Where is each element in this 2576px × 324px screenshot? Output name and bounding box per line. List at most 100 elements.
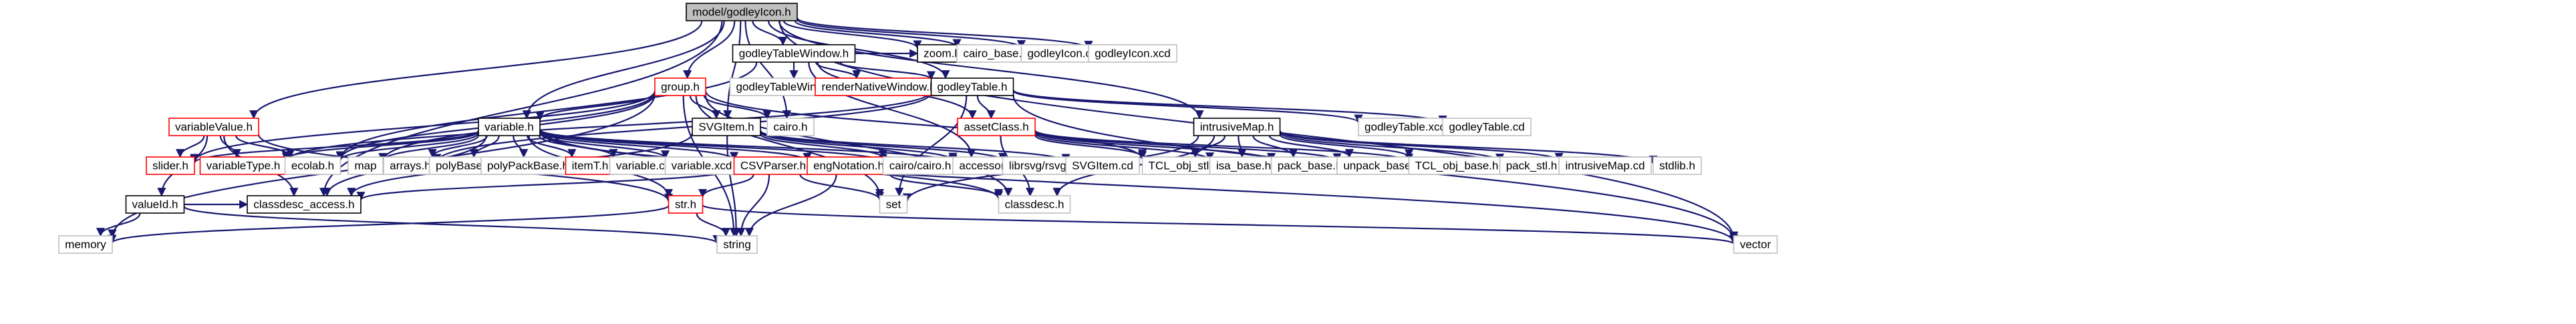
node-label: str.h	[675, 198, 696, 210]
node-csvparser-h[interactable]: CSVParser.h	[733, 156, 813, 175]
node-label: assetClass.h	[964, 120, 1028, 133]
node-godleytablewindow-h[interactable]: godleyTableWindow.h	[732, 44, 856, 63]
edge-variable-h-to-polybase-h	[469, 135, 500, 158]
nodes-layer: model/godleyIcon.h godleyTableWindow.h zoo…	[58, 3, 1778, 254]
edge-godleytable-h-to-set	[895, 95, 968, 197]
node-box	[125, 195, 185, 214]
node-vector: vector	[1733, 235, 1778, 254]
node-label: pack_base.h	[1278, 159, 1342, 172]
node-box	[478, 118, 541, 136]
node-box	[1558, 156, 1652, 175]
node-label: set	[886, 198, 901, 210]
node-assetclass-h[interactable]: assetClass.h	[957, 118, 1036, 136]
edge-intrusivemap-h-to-intrusivemap-cd	[1279, 130, 1564, 162]
node-label: variableValue.h	[175, 120, 253, 133]
edge-valueid-h-to-string	[183, 205, 722, 245]
node-box	[733, 156, 813, 175]
node-group-h[interactable]: group.h	[654, 77, 706, 96]
edge-godleytablewindow-h-to-godleytable-h	[839, 61, 936, 80]
node-box	[654, 77, 706, 96]
node-svgitem-h[interactable]: SVGItem.h	[692, 118, 761, 136]
node-box	[1088, 44, 1177, 63]
node-label: godleyIcon.cd	[1028, 47, 1098, 59]
node-label: itemT.h	[572, 159, 609, 172]
node-label: string	[723, 238, 751, 251]
node-box	[879, 195, 908, 214]
edge-intrusivemap-h-to-isa-base-h	[1238, 135, 1247, 158]
node-label: SVGItem.cd	[1072, 159, 1133, 172]
node-cairo-h: cairo.h	[766, 118, 815, 136]
node-box	[146, 156, 195, 175]
node-godleytable-h[interactable]: godleyTable.h	[930, 77, 1014, 96]
node-engnotation-h[interactable]: engNotation.h	[807, 156, 891, 175]
node-label: intrusiveMap.h	[1200, 120, 1274, 133]
node-box	[807, 156, 891, 175]
node-slider-h[interactable]: slider.h	[146, 156, 195, 175]
node-label: pack_stl.h	[1506, 159, 1558, 172]
node-box	[347, 156, 384, 175]
node-variabletype-h[interactable]: variableType.h	[199, 156, 287, 175]
edge-assetclass-h-to-tcl-obj-base-h	[1034, 129, 1413, 163]
node-label: godleyTable.xcd	[1365, 120, 1446, 133]
edge-variable-h-to-engnotation-h	[539, 130, 812, 162]
node-pack-base-h: pack_base.h	[1270, 156, 1349, 175]
edge-godleyicon-h-to-godleytable-h	[767, 20, 950, 79]
edge-str-h-to-memory	[108, 204, 670, 244]
node-label: engNotation.h	[813, 159, 884, 172]
edge-group-h-to-svgitem-h	[689, 95, 721, 120]
edge-godleyicon-h-to-zoom-h	[782, 20, 922, 49]
edge-variable-h-to-polypackbase-h	[513, 135, 529, 158]
node-box	[1408, 156, 1506, 175]
edge-intrusivemap-h-to-unpack-base-h	[1268, 135, 1354, 158]
node-label: TCL_obj_base.h	[1415, 159, 1499, 172]
edge-str-h-to-string	[696, 212, 730, 237]
node-variable-h[interactable]: variable.h	[478, 118, 541, 136]
edge-engnotation-h-to-classdesc-h	[889, 174, 1003, 198]
node-box	[957, 118, 1036, 136]
node-label: TCL_obj_stl.h	[1149, 159, 1219, 172]
edge-variable-h-to-itemt-h	[527, 135, 577, 158]
node-box	[998, 195, 1071, 214]
node-intrusivemap-h[interactable]: intrusiveMap.h	[1193, 118, 1281, 136]
node-variablevalue-h[interactable]: variableValue.h	[168, 118, 259, 136]
node-label: variable.h	[484, 120, 534, 133]
edge-svgitem-h-to-cairo-cairo-h	[759, 133, 887, 160]
node-model-godleyicon-h[interactable]: model/godleyIcon.h	[686, 3, 798, 21]
node-label: intrusiveMap.cd	[1565, 159, 1644, 172]
node-label: slider.h	[152, 159, 188, 172]
node-set: set	[879, 195, 908, 214]
node-box	[1499, 156, 1564, 175]
node-label: valueId.h	[132, 198, 178, 210]
edge-godleyicon-h-to-classdesc-access-h	[319, 20, 723, 197]
edge-variable-h-to-ecolab-h	[336, 132, 480, 162]
node-label: variable.xcd	[672, 159, 732, 172]
node-map: map	[347, 156, 384, 175]
node-str-h[interactable]: str.h	[668, 195, 704, 214]
node-label: zoom.h	[923, 47, 961, 59]
node-classdesc-access-h[interactable]: classdesc_access.h	[247, 195, 362, 214]
node-box	[284, 156, 341, 175]
edge-csvparser-h-to-string	[736, 174, 770, 237]
node-label: arrays.h	[390, 159, 430, 172]
edge-intrusivemap-h-to-pack-stl-h	[1279, 132, 1504, 163]
node-itemt-h[interactable]: itemT.h	[565, 156, 615, 175]
edge-godleyicon-h-to-cairo-h	[744, 20, 792, 120]
node-label: vector	[1740, 238, 1771, 251]
node-godleyicon-xcd: godleyIcon.xcd	[1088, 44, 1177, 63]
node-label: godleyTable.h	[938, 80, 1008, 93]
node-cairo-cairo-h: cairo/cairo.h	[882, 156, 958, 175]
node-label: stdlib.h	[1659, 159, 1695, 172]
edge-variable-h-to-cairo-cairo-h	[539, 129, 887, 164]
edge-intrusivemap-h-to-tcl-obj-base-h	[1279, 134, 1413, 158]
node-label: polyPackBase.h	[487, 159, 569, 172]
node-rendernativewindow-h[interactable]: renderNativeWindow.h	[815, 77, 943, 96]
node-valueid-h[interactable]: valueId.h	[125, 195, 185, 214]
edge-godleyicon-h-to-variable-h	[522, 20, 725, 120]
edge-assetclass-h-to-tcl-obj-stl-h	[1034, 134, 1147, 158]
edge-godleyicon-h-to-group-h	[683, 20, 736, 79]
node-box	[716, 235, 758, 254]
node-label: polyBase.h	[436, 159, 492, 172]
edge-variable-h-to-csvparser-h	[539, 131, 738, 161]
node-label: renderNativeWindow.h	[821, 80, 936, 93]
edge-csvparser-h-to-str-h	[698, 174, 754, 198]
